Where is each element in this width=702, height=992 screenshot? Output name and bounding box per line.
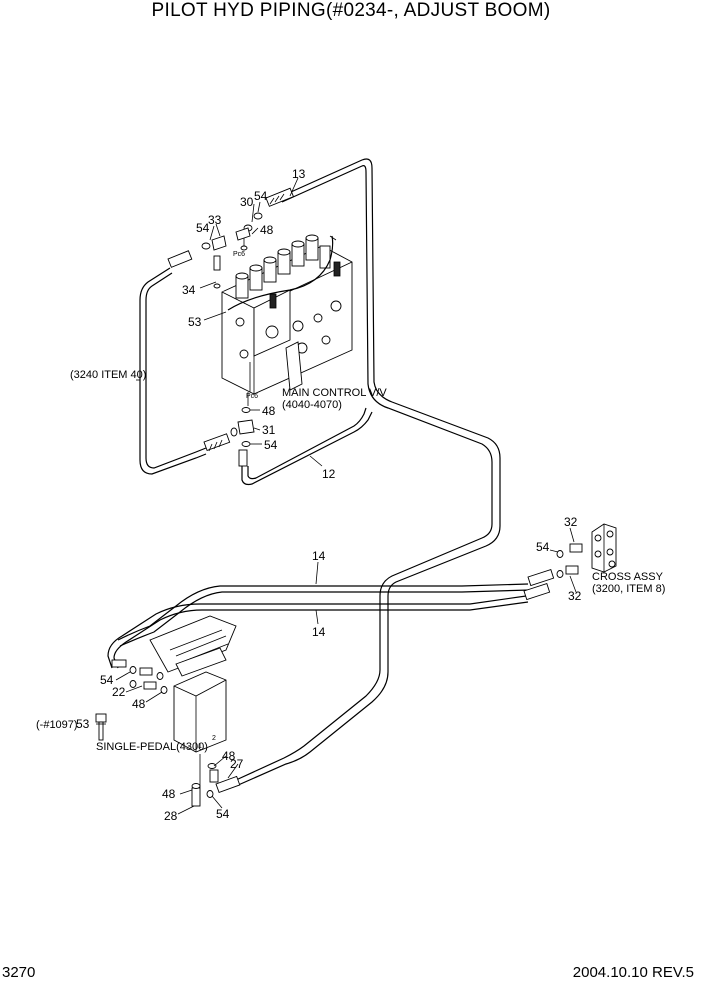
hose-13-fitting [265,187,295,207]
callout-33: 33 [208,213,222,227]
page-title: PILOT HYD PIPING(#0234-, ADJUST BOOM) [151,0,551,21]
callout-22: 22 [112,685,126,699]
cross-assy [556,523,617,578]
callout-48-bottom-left: 48 [162,787,176,801]
label-main-cv-1: MAIN CONTROL V/V [282,387,387,399]
callout-labels: 13 30 54 48 54 33 34 53 (3240 ITEM 40) P… [36,167,665,823]
label-single-pedal: SINGLE-PEDAL(4300) [96,741,208,753]
callout-31: 31 [262,423,276,437]
callout-54-mid: 54 [264,438,278,452]
callout-54-right: 54 [536,540,550,554]
callout-54-bottom: 54 [216,807,230,821]
callout-12: 12 [322,467,336,481]
bolt-53 [95,713,107,741]
fitting-group-33 [201,235,227,289]
hose-12 [238,407,373,486]
label-port-1: 1 [198,743,202,750]
callout-32-top: 32 [564,515,578,529]
single-pedal [111,615,237,753]
callout-27: 27 [230,757,244,771]
leader-lines [96,177,577,815]
callout-30: 30 [240,195,254,209]
callout-53-top: 53 [188,315,202,329]
callout-34: 34 [182,283,196,297]
hose-item40 [139,250,231,475]
fitting-group-top [235,212,263,251]
label-main-cv-2: (4040-4070) [282,399,342,411]
callout-28: 28 [164,809,178,823]
label-cross-assy-2: (3200, ITEM 8) [592,583,665,595]
callout-48-bottom-right: 48 [222,749,236,763]
page-number: 3270 [2,964,36,981]
callout-54-pedal: 54 [100,673,114,687]
label-pc6-bottom: Pc6 [246,393,258,400]
label-3240-item40: (3240 ITEM 40) [70,369,146,381]
revision-date: 2004.10.10 REV.5 [572,964,694,981]
label-port-2: 2 [212,735,216,742]
callout-54-left: 54 [196,221,210,235]
callout-14-upper: 14 [312,549,326,563]
fitting-group-31 [230,392,255,447]
callout-48-top: 48 [260,223,274,237]
valve-spools [235,234,341,309]
callout-53-bottom: 53 [76,717,90,731]
label-pc6-top: Pc6 [233,251,245,258]
callout-13: 13 [292,167,306,181]
callout-54-top: 54 [254,189,268,203]
callout-14-lower: 14 [312,625,326,639]
fitting-group-bottom [191,754,241,807]
label-cross-assy-1: CROSS ASSY [592,571,664,583]
callout-48-pedal: 48 [132,697,146,711]
callout-48-mid: 48 [262,404,276,418]
main-control-valve [221,234,353,395]
label-hash1097: (-#1097) [36,719,78,731]
callout-32-bottom: 32 [568,589,582,603]
hose-14-lower [107,583,551,669]
hose-14-upper [117,569,555,647]
